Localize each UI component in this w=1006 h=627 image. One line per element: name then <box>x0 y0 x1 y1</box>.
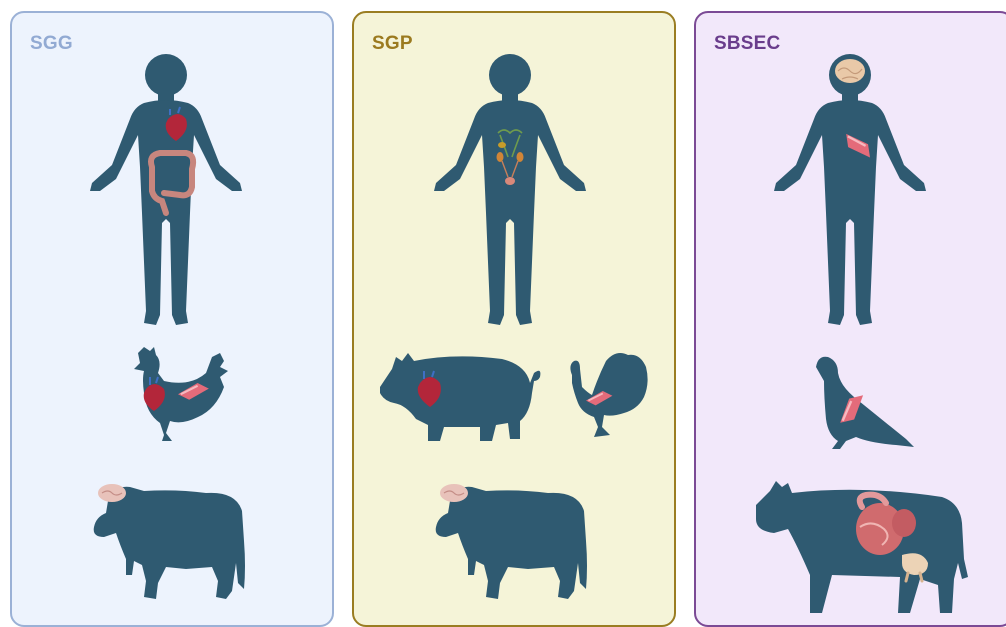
pigeon-icon <box>810 353 916 453</box>
panel-title-sbsec: SBSEC <box>714 33 780 55</box>
sgp-panel: SGP <box>352 11 676 627</box>
brain-icon <box>440 484 468 502</box>
sbsec-panel: SBSEC <box>694 11 1006 627</box>
brain-icon <box>98 484 126 502</box>
calf-icon <box>86 471 254 611</box>
turkey-icon <box>558 347 650 443</box>
chicken-icon <box>120 343 232 453</box>
panel-title-sgp: SGP <box>372 33 413 55</box>
calf-icon <box>428 471 596 611</box>
cow-icon <box>752 467 972 619</box>
brain-icon <box>835 59 865 83</box>
panel-title-sgg: SGG <box>30 33 73 55</box>
sgg-panel: SGG <box>10 11 334 627</box>
human-silhouette-icon <box>770 53 930 327</box>
human-silhouette-icon <box>430 53 590 327</box>
pig-icon <box>374 343 546 443</box>
human-silhouette-icon <box>86 53 246 327</box>
